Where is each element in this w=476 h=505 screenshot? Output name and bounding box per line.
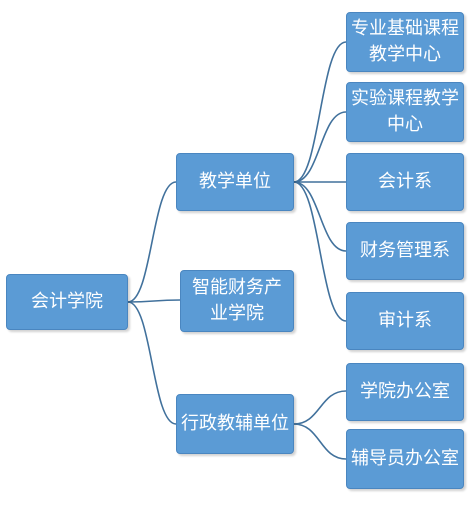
node-financial-management-dept-label: 财务管理系 bbox=[360, 240, 450, 261]
node-smart-finance-college: 智能财务产业学院 bbox=[180, 270, 294, 332]
node-admin-units-label: 行政教辅单位 bbox=[181, 413, 289, 434]
connector-admin-counselor bbox=[293, 423, 347, 460]
connector-teaching-shenji bbox=[293, 181, 347, 322]
node-accounting-dept: 会计系 bbox=[346, 153, 464, 211]
node-audit-dept-label: 审计系 bbox=[378, 310, 432, 331]
connector-admin-office bbox=[293, 390, 347, 425]
node-lab-course-center-label: 实验课程教学中心 bbox=[351, 88, 459, 135]
node-basic-course-center-label: 专业基础课程教学中心 bbox=[351, 18, 459, 65]
node-root: 会计学院 bbox=[6, 274, 128, 330]
connector-root-industry bbox=[127, 299, 181, 303]
node-counselor-office-label: 辅导员办公室 bbox=[351, 448, 459, 469]
node-audit-dept: 审计系 bbox=[346, 292, 464, 350]
node-financial-management-dept: 财务管理系 bbox=[346, 222, 464, 280]
node-college-office-label: 学院办公室 bbox=[360, 381, 450, 402]
node-teaching-units: 教学单位 bbox=[176, 153, 294, 211]
node-accounting-dept-label: 会计系 bbox=[378, 171, 432, 192]
connector-teaching-caiwu bbox=[293, 181, 347, 252]
connector-root-teaching bbox=[127, 181, 177, 303]
connector-teaching-jichu bbox=[293, 41, 347, 183]
node-lab-course-center: 实验课程教学中心 bbox=[346, 82, 464, 142]
connector-root-admin bbox=[127, 301, 177, 425]
node-root-label: 会计学院 bbox=[31, 291, 103, 312]
node-smart-finance-college-label: 智能财务产业学院 bbox=[192, 277, 282, 324]
node-basic-course-center: 专业基础课程教学中心 bbox=[346, 12, 464, 72]
node-counselor-office: 辅导员办公室 bbox=[346, 429, 464, 489]
node-college-office: 学院办公室 bbox=[346, 363, 464, 421]
node-teaching-units-label: 教学单位 bbox=[199, 171, 271, 192]
connector-teaching-shiyan bbox=[293, 111, 347, 183]
node-admin-units: 行政教辅单位 bbox=[176, 394, 294, 454]
